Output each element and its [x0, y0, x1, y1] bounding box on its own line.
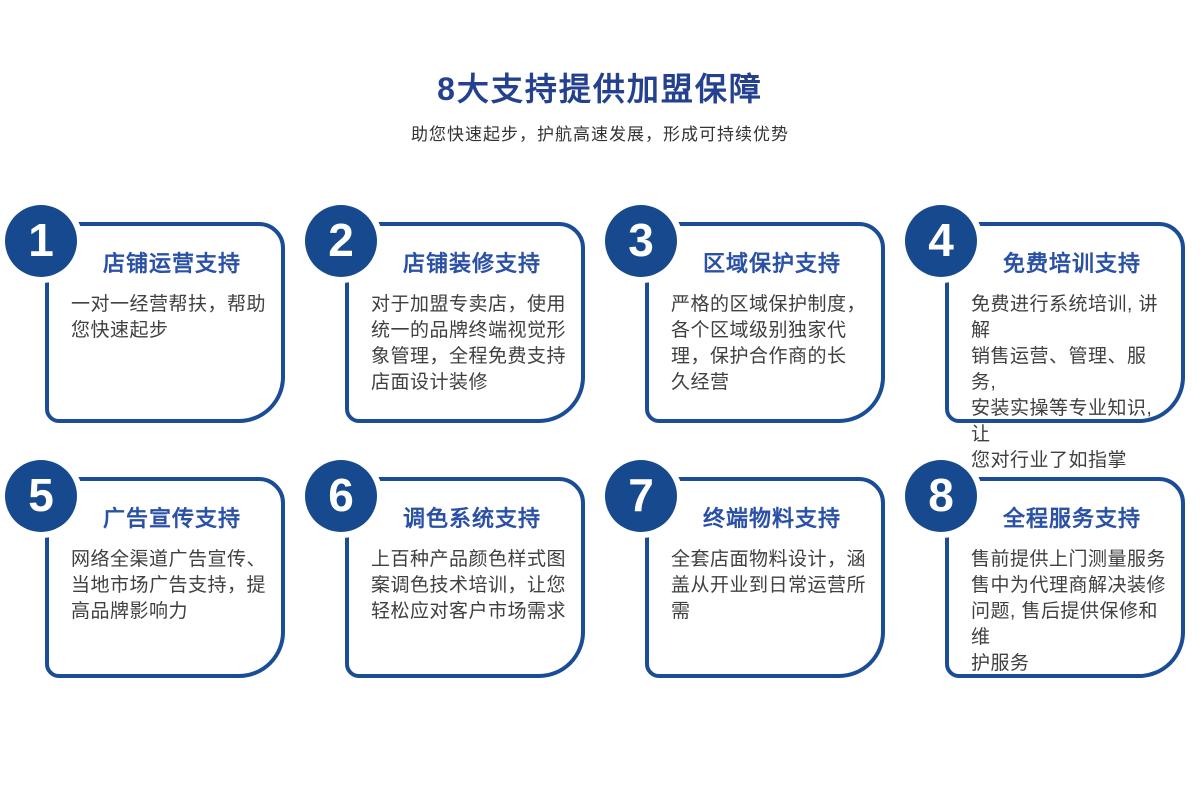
support-card-7: 终端物料支持 全套店面物料设计，涵 盖从开业到日常运营所 需 7 [600, 460, 900, 678]
card-title: 广告宣传支持 [102, 506, 241, 531]
card-outline: 店铺装修支持 对于加盟专卖店，使用 统一的品牌终端视觉形 象管理，全程免费支持 … [345, 222, 585, 423]
card-body: 对于加盟专卖店，使用 统一的品牌终端视觉形 象管理，全程免费支持 店面设计装修 [371, 294, 567, 393]
number-badge: 7 [605, 460, 677, 532]
support-card-5: 广告宣传支持 网络全渠道广告宣传、 当地市场广告支持，提 高品牌影响力 5 [0, 460, 300, 678]
support-card-1: 店铺运营支持 一对一经营帮扶，帮助 您快速起步 1 [0, 205, 300, 423]
page-subtitle: 助您快速起步，护航高速发展，形成可持续优势 [411, 125, 789, 144]
card-body: 严格的区域保护制度， 各个区域级别独家代 理，保护合作商的长 久经营 [671, 294, 867, 393]
number-badge: 4 [905, 205, 977, 277]
card-outline: 店铺运营支持 一对一经营帮扶，帮助 您快速起步 [45, 222, 285, 423]
card-outline: 广告宣传支持 网络全渠道广告宣传、 当地市场广告支持，提 高品牌影响力 [45, 477, 285, 678]
number-badge: 8 [905, 460, 977, 532]
badge-number: 2 [328, 214, 354, 266]
card-body: 免费进行系统培训, 讲解 销售运营、管理、服务, 安装实操等专业知识, 让 您对… [971, 294, 1159, 471]
badge-number: 5 [28, 469, 54, 521]
card-body: 全套店面物料设计，涵 盖从开业到日常运营所 需 [671, 549, 867, 622]
number-badge: 1 [5, 205, 77, 277]
badge-number: 1 [28, 214, 54, 266]
card-body: 网络全渠道广告宣传、 当地市场广告支持，提 高品牌影响力 [71, 549, 267, 622]
card-title: 区域保护支持 [702, 251, 841, 276]
support-card-8: 全程服务支持 售前提供上门测量服务 售中为代理商解决装修 问题, 售后提供保修和… [900, 460, 1200, 678]
card-outline: 终端物料支持 全套店面物料设计，涵 盖从开业到日常运营所 需 [645, 477, 885, 678]
badge-number: 8 [928, 469, 954, 521]
page-title: 8大支持提供加盟保障 [437, 71, 763, 107]
support-cards-grid: 店铺运营支持 一对一经营帮扶，帮助 您快速起步 1 店铺装修支持 对于加盟专卖店… [0, 205, 1200, 678]
support-card-2: 店铺装修支持 对于加盟专卖店，使用 统一的品牌终端视觉形 象管理，全程免费支持 … [300, 205, 600, 423]
card-title: 免费培训支持 [1002, 251, 1141, 276]
card-title: 调色系统支持 [402, 506, 541, 531]
card-outline: 调色系统支持 上百种产品颜色样式图 案调色技术培训，让您 轻松应对客户市场需求 [345, 477, 585, 678]
support-card-3: 区域保护支持 严格的区域保护制度， 各个区域级别独家代 理，保护合作商的长 久经… [600, 205, 900, 423]
card-title: 终端物料支持 [702, 506, 841, 531]
number-badge: 5 [5, 460, 77, 532]
support-card-6: 调色系统支持 上百种产品颜色样式图 案调色技术培训，让您 轻松应对客户市场需求 … [300, 460, 600, 678]
card-title: 店铺运营支持 [102, 251, 241, 276]
number-badge: 6 [305, 460, 377, 532]
number-badge: 2 [305, 205, 377, 277]
badge-number: 6 [328, 469, 354, 521]
card-outline: 全程服务支持 售前提供上门测量服务 售中为代理商解决装修 问题, 售后提供保修和… [945, 477, 1185, 678]
badge-number: 4 [928, 214, 954, 266]
number-badge: 3 [605, 205, 677, 277]
card-outline: 区域保护支持 严格的区域保护制度， 各个区域级别独家代 理，保护合作商的长 久经… [645, 222, 885, 423]
card-outline: 免费培训支持 免费进行系统培训, 讲解 销售运营、管理、服务, 安装实操等专业知… [945, 222, 1185, 471]
card-body: 售前提供上门测量服务 售中为代理商解决装修 问题, 售后提供保修和维 护服务 [971, 549, 1167, 674]
card-title: 店铺装修支持 [402, 251, 541, 276]
card-title: 全程服务支持 [1002, 506, 1141, 531]
card-body: 一对一经营帮扶，帮助 您快速起步 [71, 294, 267, 341]
support-card-4: 免费培训支持 免费进行系统培训, 讲解 销售运营、管理、服务, 安装实操等专业知… [900, 205, 1200, 471]
card-body: 上百种产品颜色样式图 案调色技术培训，让您 轻松应对客户市场需求 [371, 549, 567, 622]
badge-number: 7 [628, 469, 654, 521]
badge-number: 3 [628, 214, 654, 266]
